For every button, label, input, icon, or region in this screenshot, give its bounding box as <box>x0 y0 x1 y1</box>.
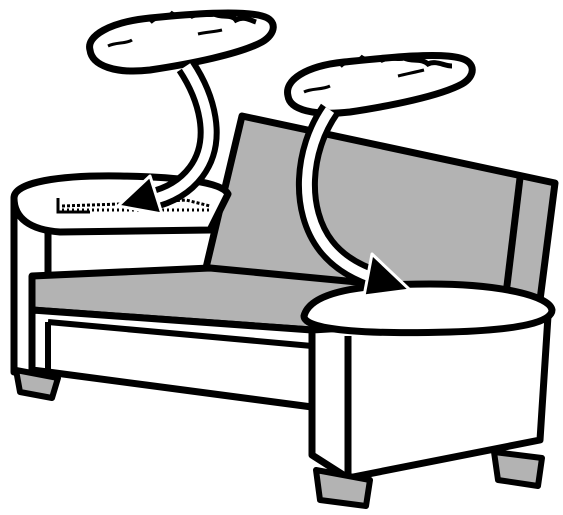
right-armrest <box>304 284 552 506</box>
cushion-top-right <box>288 55 473 113</box>
sofa-base <box>32 310 312 407</box>
cushion-top-left <box>90 13 274 71</box>
